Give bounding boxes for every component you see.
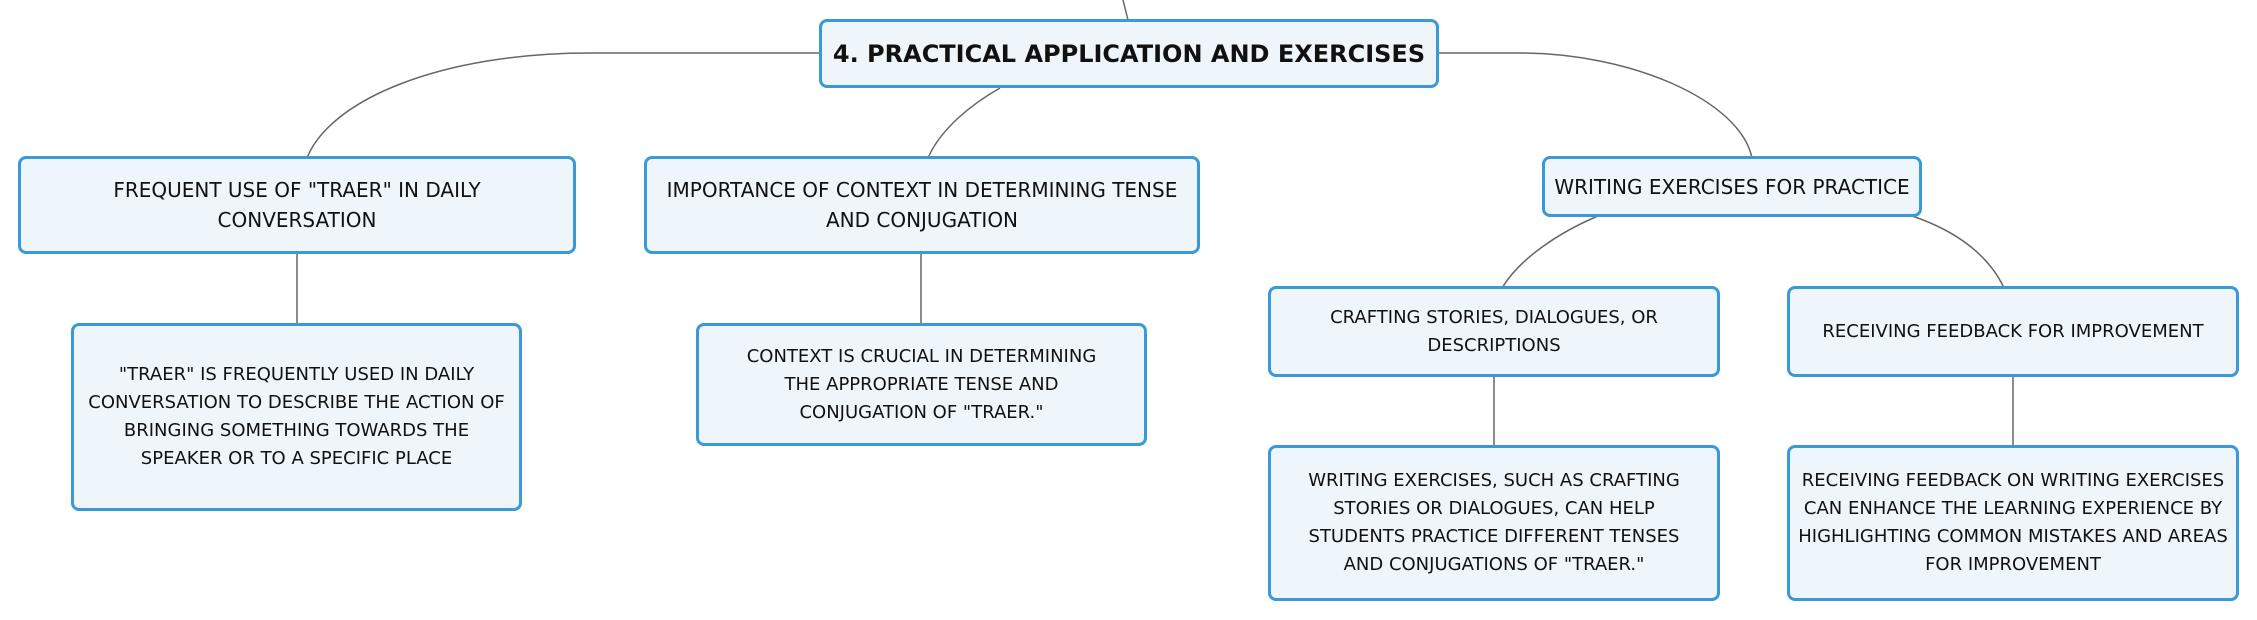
subbranch-crafting-stories-label: CRAFTING STORIES, DIALOGUES, OR DESCRIPT… <box>1330 306 1658 356</box>
root-topic-label: 4. PRACTICAL APPLICATION AND EXERCISES <box>832 39 1426 68</box>
detail-frequent-use[interactable]: "TRAER" IS FREQUENTLY USED IN DAILY CONV… <box>71 323 522 511</box>
branch-frequent-use-label: FREQUENT USE OF "TRAER" IN DAILY CONVERS… <box>113 178 481 232</box>
branch-writing-exercises[interactable]: WRITING EXERCISES FOR PRACTICE <box>1542 156 1922 217</box>
connector-parent-to-root <box>1122 0 1129 21</box>
detail-crafting-stories-text: WRITING EXERCISES, SUCH AS CRAFTING STOR… <box>1308 470 1680 575</box>
detail-crafting-stories[interactable]: WRITING EXERCISES, SUCH AS CRAFTING STOR… <box>1268 445 1720 601</box>
branch-importance-of-context-label: IMPORTANCE OF CONTEXT IN DETERMINING TEN… <box>666 178 1178 232</box>
detail-importance-of-context-text: CONTEXT IS CRUCIAL IN DETERMINING THE AP… <box>746 345 1097 423</box>
connector-root-to-branch-3 <box>1437 52 1753 159</box>
connector-root-to-branch-2 <box>927 87 1001 159</box>
detail-receiving-feedback[interactable]: RECEIVING FEEDBACK ON WRITING EXERCISES … <box>1787 445 2239 601</box>
detail-receiving-feedback-text: RECEIVING FEEDBACK ON WRITING EXERCISES … <box>1798 470 2228 575</box>
detail-frequent-use-text: "TRAER" IS FREQUENTLY USED IN DAILY CONV… <box>88 364 505 469</box>
root-topic[interactable]: 4. PRACTICAL APPLICATION AND EXERCISES <box>819 19 1439 88</box>
subbranch-crafting-stories[interactable]: CRAFTING STORIES, DIALOGUES, OR DESCRIPT… <box>1268 286 1720 377</box>
detail-importance-of-context[interactable]: CONTEXT IS CRUCIAL IN DETERMINING THE AP… <box>696 323 1147 446</box>
subbranch-receiving-feedback[interactable]: RECEIVING FEEDBACK FOR IMPROVEMENT <box>1787 286 2239 377</box>
branch-writing-exercises-label: WRITING EXERCISES FOR PRACTICE <box>1554 174 1910 199</box>
connector-branch-3-to-child-2 <box>1911 215 2005 289</box>
connector-root-to-branch-1 <box>306 52 820 159</box>
connector-branch-3-to-child-1 <box>1501 215 1599 289</box>
branch-frequent-use[interactable]: FREQUENT USE OF "TRAER" IN DAILY CONVERS… <box>18 156 576 254</box>
branch-importance-of-context[interactable]: IMPORTANCE OF CONTEXT IN DETERMINING TEN… <box>644 156 1200 254</box>
subbranch-receiving-feedback-label: RECEIVING FEEDBACK FOR IMPROVEMENT <box>1822 320 2204 342</box>
